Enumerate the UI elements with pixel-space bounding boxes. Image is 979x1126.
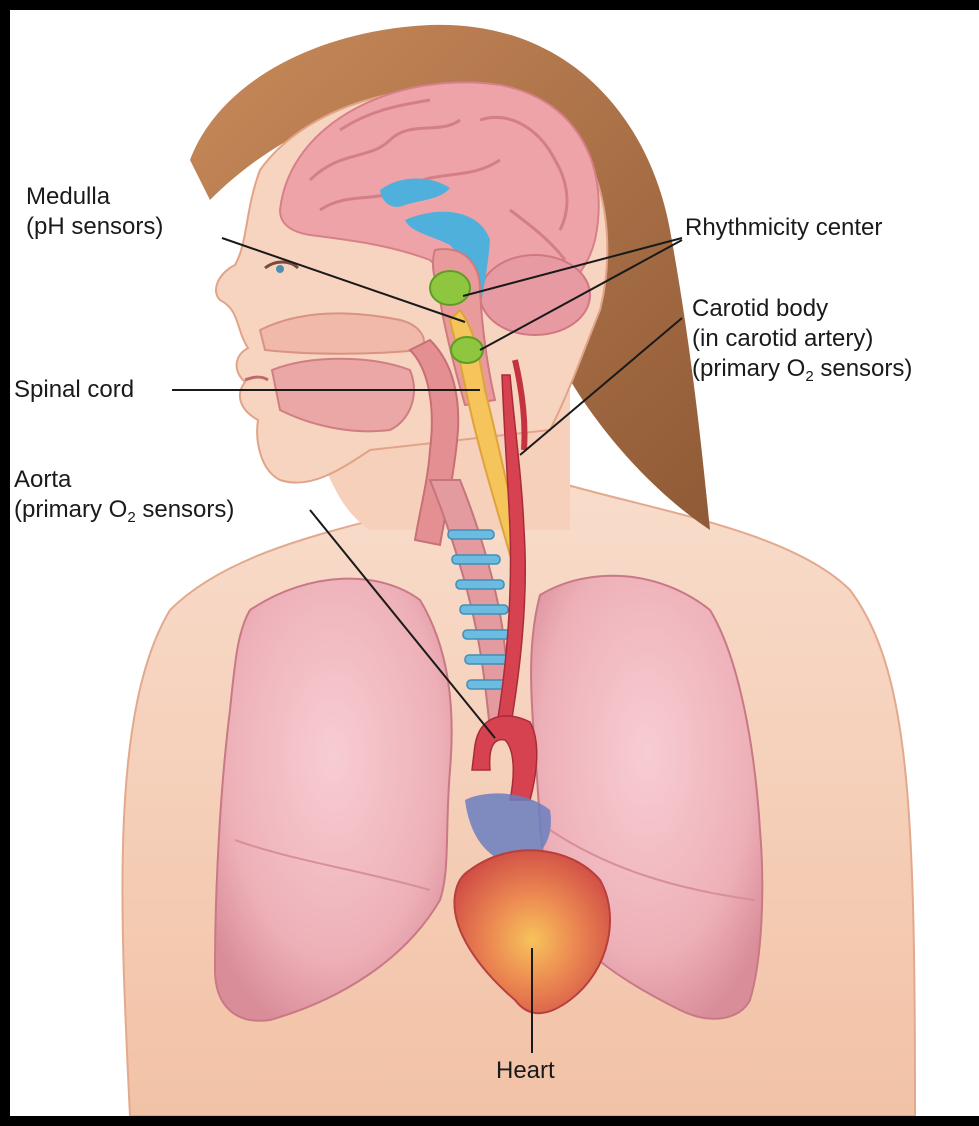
label-carotid-line3-pre: (primary O [692, 355, 805, 382]
label-heart: Heart [496, 1056, 555, 1086]
label-medulla: Medulla (pH sensors) [26, 182, 163, 242]
label-carotid-body: Carotid body (in carotid artery) (primar… [692, 294, 912, 384]
medulla-center [430, 271, 470, 305]
label-spinal-cord: Spinal cord [14, 375, 134, 405]
label-aorta-line2-sub: 2 [127, 509, 135, 526]
label-carotid-line2: (in carotid artery) [692, 324, 912, 354]
label-aorta-line2-post: sensors) [136, 496, 235, 523]
label-aorta-line1: Aorta [14, 465, 234, 495]
eye-iris [276, 265, 284, 273]
label-aorta: Aorta (primary O2 sensors) [14, 465, 234, 525]
label-medulla-line2: (pH sensors) [26, 212, 163, 242]
label-spinal-cord-line1: Spinal cord [14, 375, 134, 405]
label-aorta-line2-pre: (primary O [14, 496, 127, 523]
label-carotid-line3: (primary O2 sensors) [692, 354, 912, 384]
anatomy-illustration [10, 10, 979, 1116]
label-carotid-line1: Carotid body [692, 294, 912, 324]
label-heart-line1: Heart [496, 1056, 555, 1086]
label-medulla-line1: Medulla [26, 182, 163, 212]
label-rhythmicity-line1: Rhythmicity center [685, 213, 882, 243]
diagram-canvas: Medulla (pH sensors) Spinal cord Aorta (… [10, 10, 979, 1116]
label-carotid-line3-post: sensors) [814, 355, 913, 382]
nasal-cavity [260, 313, 424, 353]
label-carotid-line3-sub: 2 [805, 368, 813, 385]
label-aorta-line2: (primary O2 sensors) [14, 495, 234, 525]
label-rhythmicity-center: Rhythmicity center [685, 213, 882, 243]
pons-center [451, 337, 483, 363]
